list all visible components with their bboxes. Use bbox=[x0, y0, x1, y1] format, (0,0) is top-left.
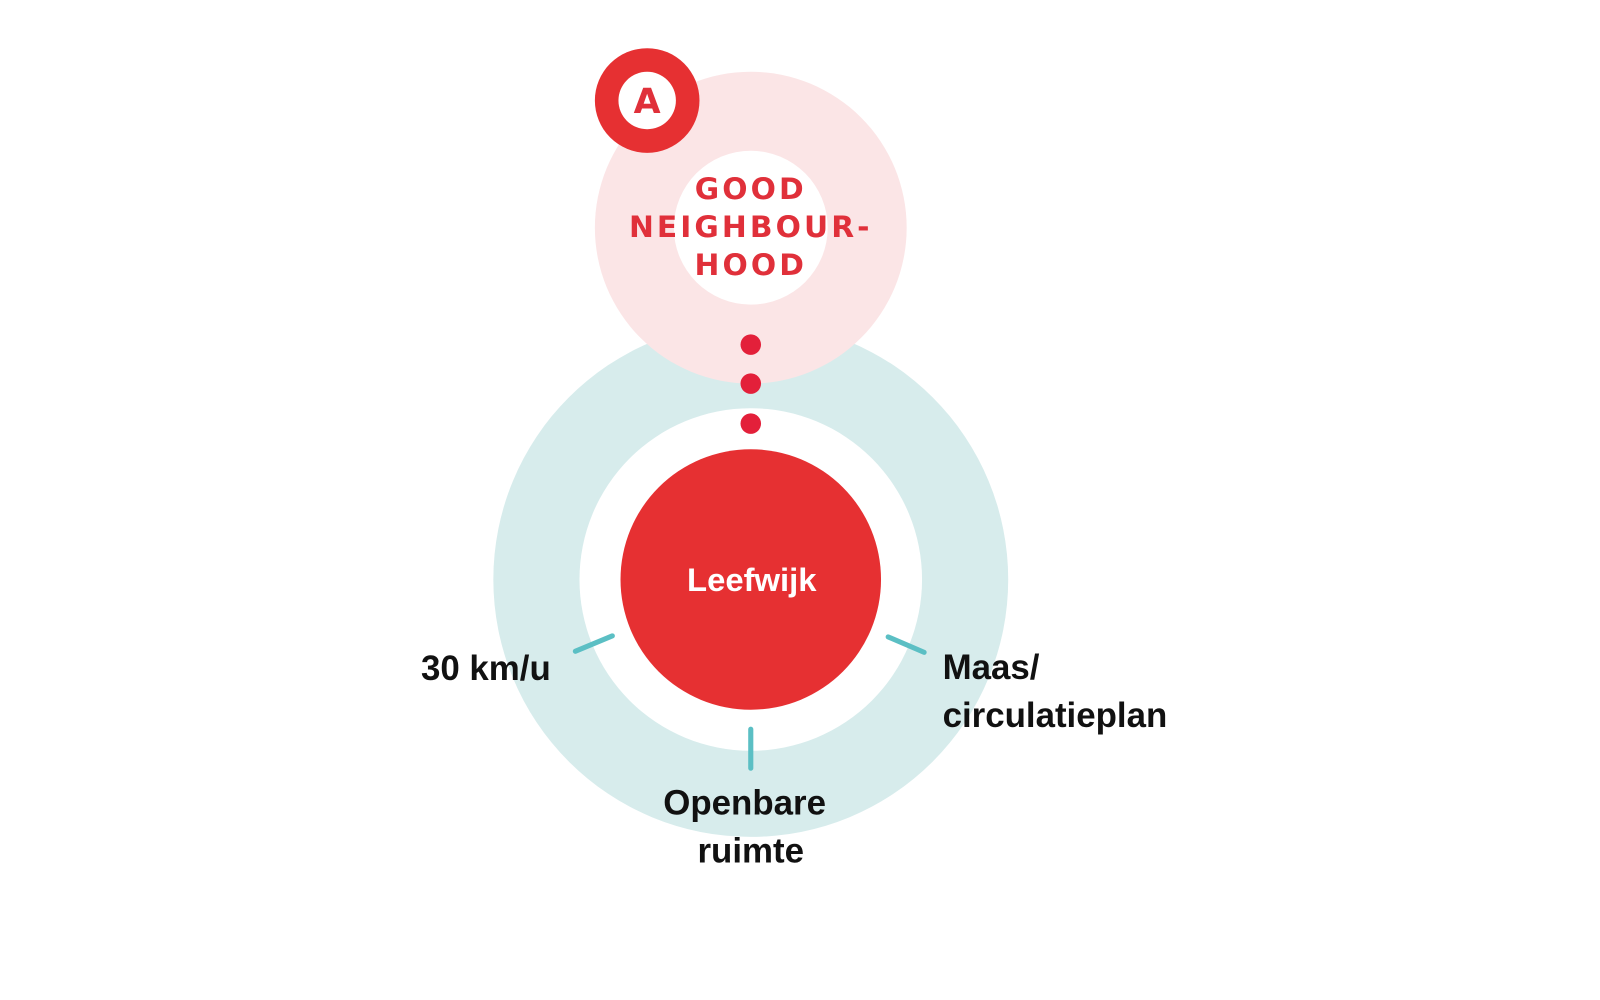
leefwijk-label: Leefwijk bbox=[687, 561, 817, 598]
badge-letter: A bbox=[634, 82, 661, 122]
tick-left bbox=[572, 633, 615, 654]
badge-inner bbox=[618, 71, 676, 130]
label-maas-line-2: circulatieplan bbox=[943, 696, 1168, 735]
leefwijk-circle bbox=[620, 449, 882, 710]
connector-dot bbox=[740, 334, 762, 355]
tick-right bbox=[885, 634, 927, 655]
connector-dot bbox=[740, 413, 762, 434]
label-maas-line-1: Maas/ bbox=[943, 648, 1040, 687]
good-neighbourhood-line-2: NEIGHBOUR- bbox=[629, 210, 873, 245]
connector-dot bbox=[740, 373, 762, 394]
label-openbare-line-1: Openbare bbox=[663, 783, 826, 822]
good-neighbourhood-line-3: HOOD bbox=[695, 248, 807, 283]
label-30-kmu: 30 km/u bbox=[421, 649, 551, 688]
label-openbare-line-2: ruimte bbox=[697, 832, 804, 871]
good-neighbourhood-inner bbox=[673, 150, 828, 305]
good-neighbourhood-line-1: GOOD bbox=[695, 172, 807, 207]
